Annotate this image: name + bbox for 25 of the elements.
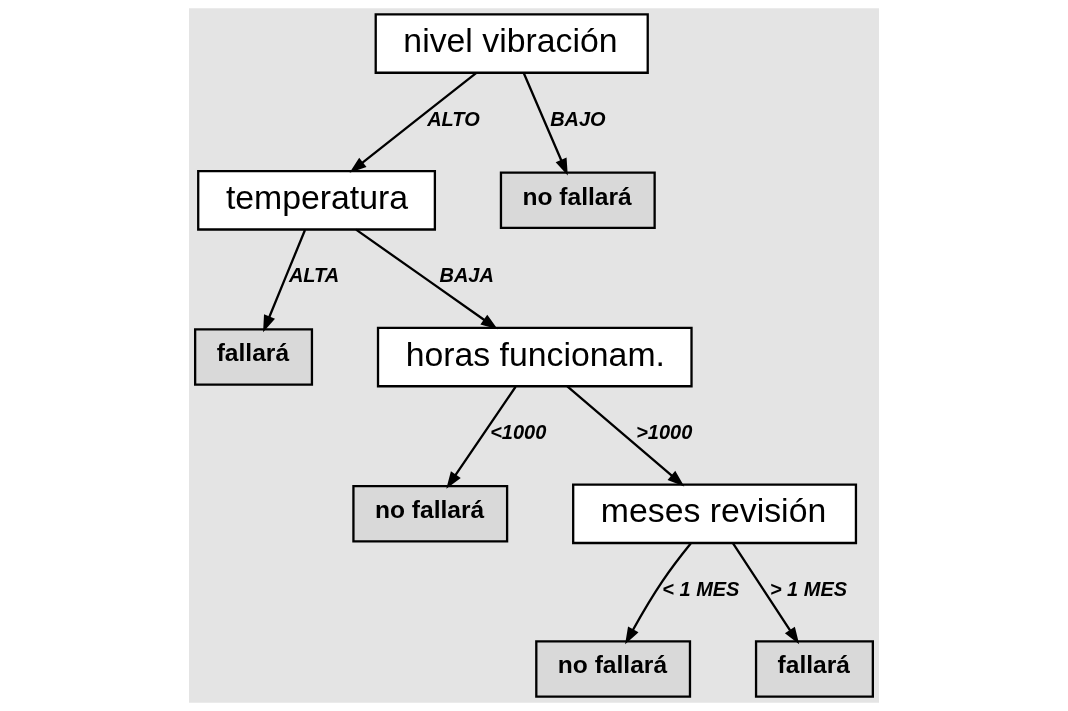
node-box: temperatura xyxy=(197,169,437,231)
edge-label: <1000 xyxy=(490,421,547,444)
arrow xyxy=(446,386,517,489)
arrow xyxy=(625,542,692,645)
arrow xyxy=(566,385,685,487)
edge-label: >1000 xyxy=(636,421,693,444)
arrow xyxy=(349,72,478,173)
node-box: no fallará xyxy=(535,640,692,698)
arrow xyxy=(731,542,800,645)
edge-label: < 1 MES xyxy=(662,577,740,600)
node-box: no fallará xyxy=(352,484,509,543)
edge-label: ALTA xyxy=(288,264,340,287)
edge-label: ALTO xyxy=(427,107,480,130)
node-box: meses revisión xyxy=(572,483,858,545)
node-box: no fallará xyxy=(499,171,656,230)
edge-label: BAJA xyxy=(439,264,494,287)
arrow xyxy=(263,229,307,333)
node-box: fallará xyxy=(194,328,314,386)
edge-label: BAJO xyxy=(550,107,606,130)
node-box: fallará xyxy=(754,640,874,698)
arrow xyxy=(522,72,568,176)
node-box: nivel vibración xyxy=(374,13,649,74)
edge-label: > 1 MES xyxy=(769,577,848,600)
arrow xyxy=(355,228,498,330)
node-box: horas funcionam. xyxy=(376,326,693,388)
